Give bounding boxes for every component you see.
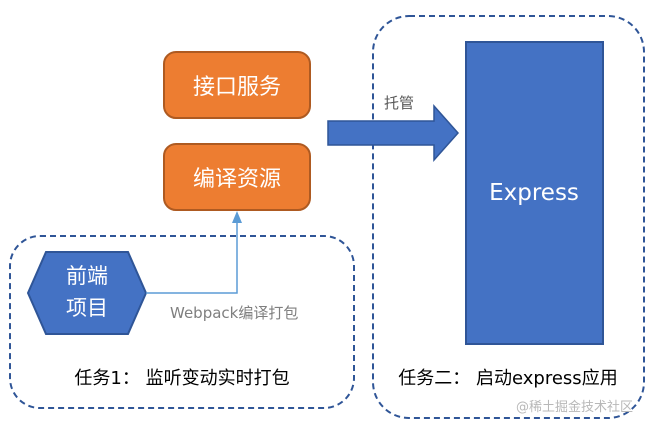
express-node <box>465 41 604 345</box>
api-service-label: 接口服务 <box>193 75 281 100</box>
task1-label: 任务1： 监听变动实时打包 <box>74 368 289 389</box>
hosting-label: 托管 <box>384 94 414 112</box>
webpack-connector-arrowhead <box>232 211 242 223</box>
watermark: @稀土掘金技术社区 <box>516 400 634 415</box>
compile-resources-node <box>163 143 311 211</box>
frontend-project-label-line2: 项目 <box>66 296 108 320</box>
compile-resources-label: 编译资源 <box>193 167 281 192</box>
express-label: Express <box>489 180 579 206</box>
webpack-connector <box>146 222 238 294</box>
frontend-project-label-line1: 前端 <box>66 264 108 288</box>
task2-label: 任务二： 启动express应用 <box>398 368 617 389</box>
webpack-label: Webpack编译打包 <box>170 304 298 322</box>
frontend-project-node <box>26 251 148 335</box>
hosting-arrow <box>327 104 460 162</box>
task2-group <box>372 15 645 419</box>
api-service-node <box>163 51 311 119</box>
task1-group <box>9 235 355 409</box>
